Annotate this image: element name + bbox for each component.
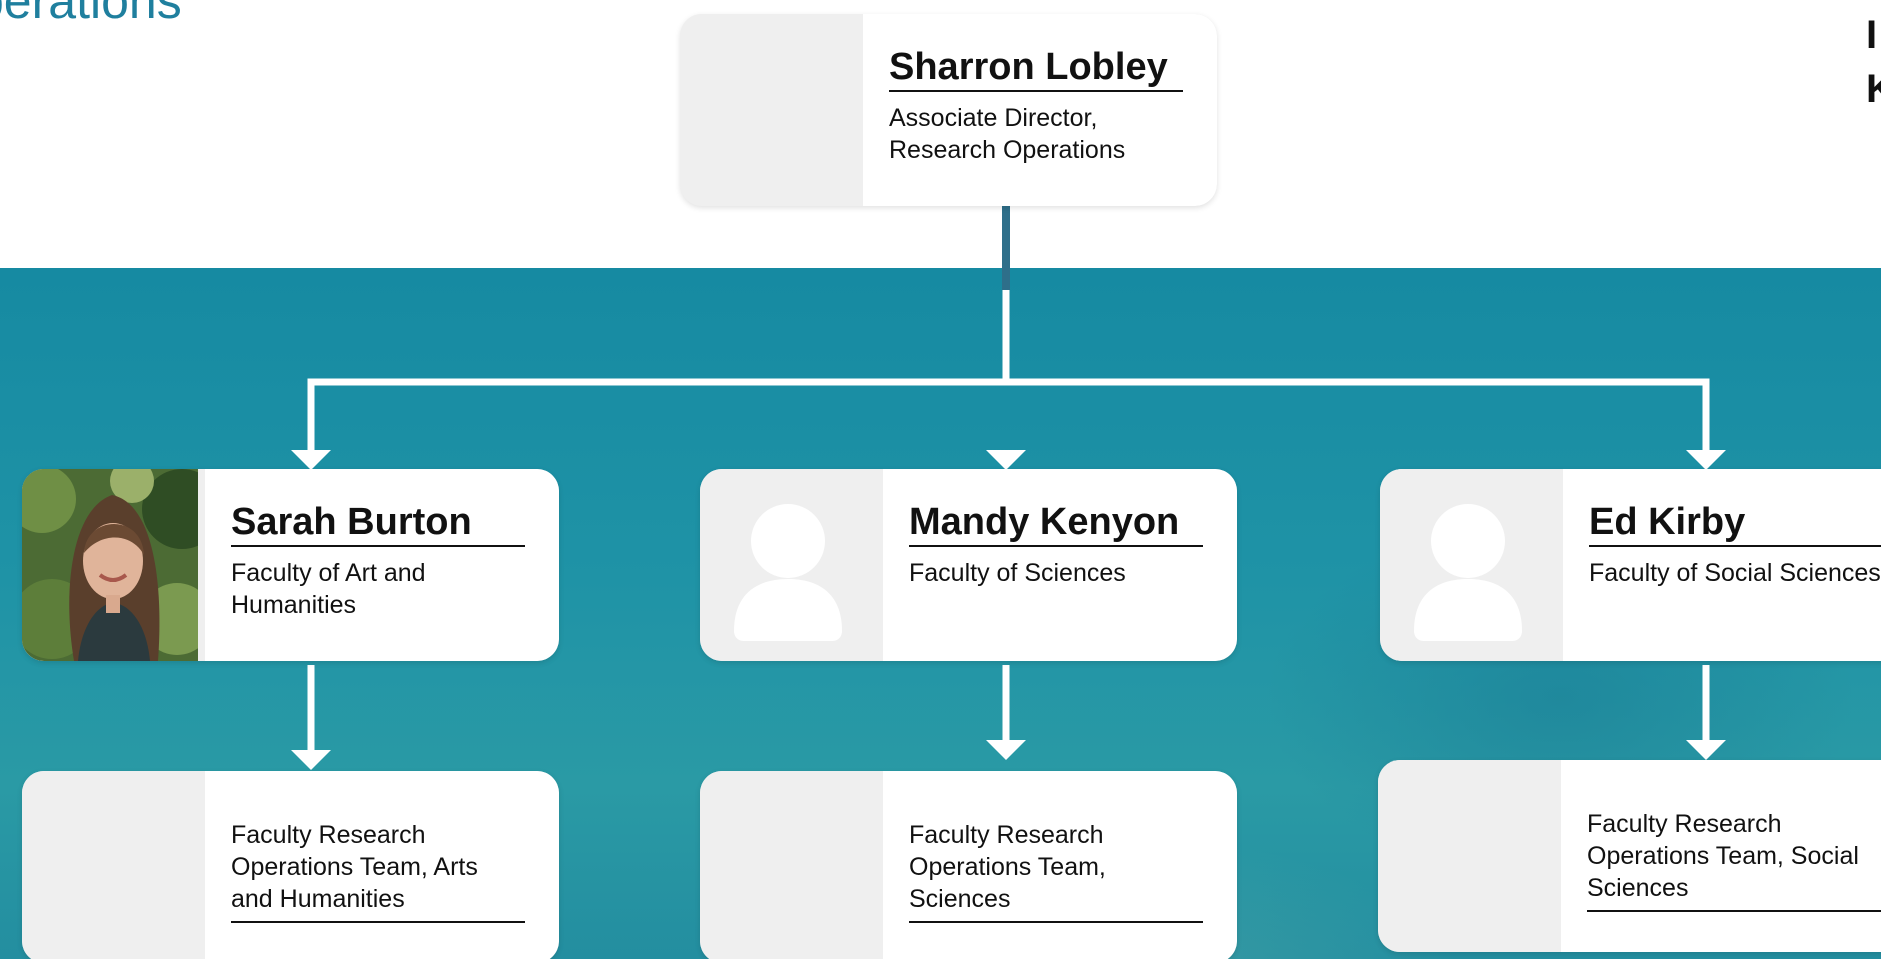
arrow-to-team-3 (1686, 740, 1726, 760)
manager-name-3: Ed Kirby (1589, 499, 1881, 547)
manager-card-1-content: Sarah Burton Faculty of Art and Humaniti… (205, 469, 559, 661)
manager-name-1: Sarah Burton (231, 499, 525, 547)
manager-card-1: Sarah Burton Faculty of Art and Humaniti… (22, 469, 559, 661)
portrait-photo-illustration (22, 469, 198, 661)
cropped-edge-text: I K (1866, 8, 1881, 116)
root-card-content: Sharron Lobley Associate Director, Resea… (863, 14, 1217, 206)
team-role-1: Faculty Research Operations Team, Arts a… (231, 819, 525, 923)
manager-photo-3 (1380, 469, 1556, 661)
team-photo-placeholder-2 (700, 771, 876, 959)
person-placeholder-icon (734, 504, 842, 641)
manager-role-2: Faculty of Sciences (909, 559, 1126, 587)
team-photo-placeholder-1 (22, 771, 198, 959)
slide-heading-partial: perations (0, 0, 182, 29)
root-card: Sharron Lobley Associate Director, Resea… (680, 14, 1217, 206)
arrow-to-team-1 (291, 750, 331, 770)
team-card-1: Faculty Research Operations Team, Arts a… (22, 771, 559, 959)
team-role-3: Faculty Research Operations Team, Social… (1587, 808, 1881, 912)
team-card-1-content: Faculty Research Operations Team, Arts a… (205, 771, 559, 959)
team-card-2-content: Faculty Research Operations Team, Scienc… (883, 771, 1237, 959)
manager-photo-2 (700, 469, 876, 661)
team-card-3: Faculty Research Operations Team, Social… (1378, 760, 1881, 952)
manager-role-1: Faculty of Art and Humanities (231, 559, 426, 619)
team-photo-placeholder-3 (1378, 760, 1554, 952)
arrow-to-manager-2 (986, 450, 1026, 470)
manager-card-3-content: Ed Kirby Faculty of Social Sciences (1563, 469, 1881, 661)
branch-bar (307, 378, 1710, 455)
root-photo-placeholder (680, 14, 856, 206)
manager-name-2: Mandy Kenyon (909, 499, 1203, 547)
cropped-edge-text-line-2: K (1866, 67, 1881, 111)
team-card-3-content: Faculty Research Operations Team, Social… (1561, 760, 1881, 952)
arrow-to-team-2 (986, 740, 1026, 760)
portrait-photo (22, 469, 198, 661)
manager-card-2-content: Mandy Kenyon Faculty of Sciences (883, 469, 1237, 661)
manager-role-3: Faculty of Social Sciences (1589, 559, 1881, 587)
root-role: Associate Director, Research Operations (889, 104, 1126, 164)
cropped-edge-text-line-1: I (1866, 13, 1878, 57)
root-name: Sharron Lobley (889, 44, 1183, 92)
team-role-2: Faculty Research Operations Team, Scienc… (909, 819, 1203, 923)
team-card-2: Faculty Research Operations Team, Scienc… (700, 771, 1237, 959)
person-placeholder-icon (1414, 504, 1522, 641)
arrow-to-manager-3 (1686, 450, 1726, 470)
manager-card-3: Ed Kirby Faculty of Social Sciences (1380, 469, 1881, 661)
arrow-to-manager-1 (291, 450, 331, 470)
manager-card-2: Mandy Kenyon Faculty of Sciences (700, 469, 1237, 661)
